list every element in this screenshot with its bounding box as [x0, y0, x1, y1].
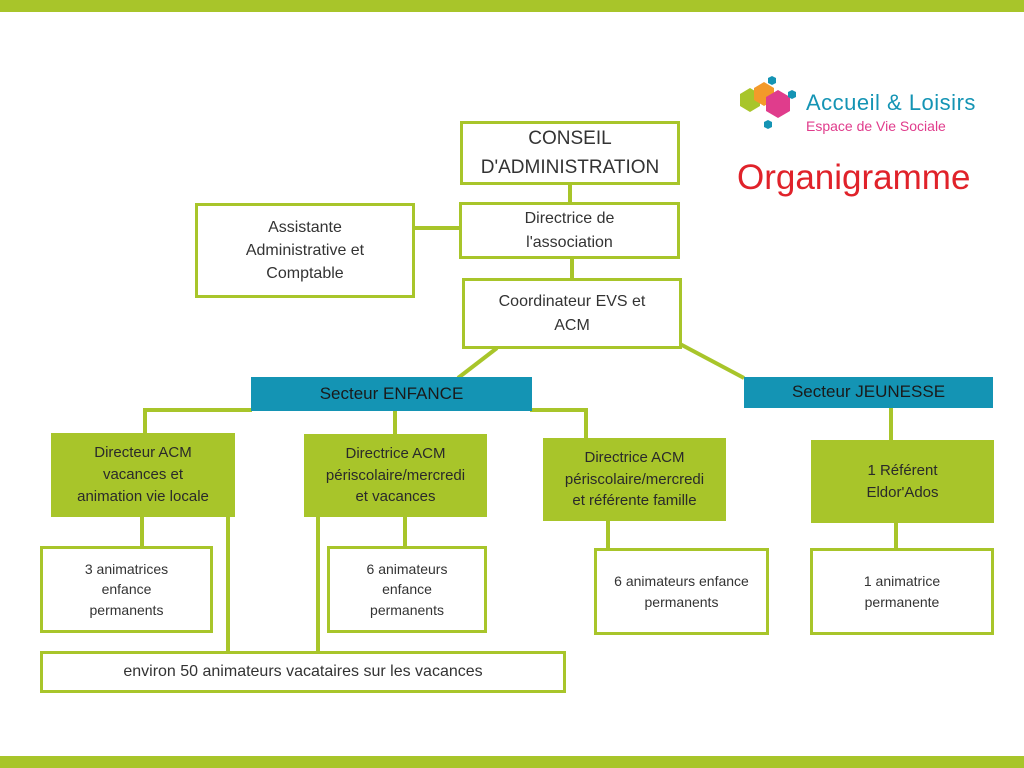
node-label: 1 animatrice permanente	[863, 573, 941, 610]
page-heading: Organigramme	[737, 158, 971, 197]
node-label: Directrice ACM périscolaire/mercredi et …	[325, 444, 466, 506]
node-animatrice-1: 1 animatrice permanente	[810, 548, 994, 635]
node-vacataires: environ 50 animateurs vacataires sur les…	[40, 651, 566, 693]
node-label: Directrice de l'association	[524, 210, 615, 251]
node-label: 6 animateurs enfance permanents	[614, 573, 749, 610]
bottom-accent-bar	[0, 756, 1024, 768]
node-coordinateur: Coordinateur EVS et ACM	[462, 278, 682, 349]
node-referent-eldorados: 1 Référent Eldor'Ados	[811, 440, 994, 523]
node-assistante: Assistante Administrative et Comptable	[195, 203, 415, 298]
connector-enfance-right	[530, 408, 588, 438]
node-directrice-association: Directrice de l'association	[459, 202, 680, 259]
node-label: CONSEIL D'ADMINISTRATION	[480, 127, 660, 178]
node-label: environ 50 animateurs vacataires sur les…	[123, 663, 483, 681]
node-animatrices-3: 3 animatrices enfance permanents	[40, 546, 213, 633]
node-secteur-jeunesse: Secteur JEUNESSE	[744, 377, 993, 408]
logo	[734, 74, 1004, 140]
node-label: Directeur ACM vacances et animation vie …	[77, 444, 209, 505]
node-directeur-acm-vacances: Directeur ACM vacances et animation vie …	[51, 433, 235, 517]
top-accent-bar	[0, 0, 1024, 12]
node-secteur-enfance: Secteur ENFANCE	[251, 377, 532, 411]
node-label: Directrice ACM périscolaire/mercredi et …	[564, 448, 705, 510]
node-animateurs-6-a: 6 animateurs enfance permanents	[327, 546, 487, 633]
node-label: 6 animateurs enfance permanents	[366, 561, 448, 618]
node-animateurs-6-b: 6 animateurs enfance permanents	[594, 548, 769, 635]
connector-coordinateur-enfance	[456, 346, 499, 380]
connector-coordinateur-jeunesse	[679, 342, 745, 380]
node-conseil-administration: CONSEIL D'ADMINISTRATION	[460, 121, 680, 185]
node-label: Assistante Administrative et Comptable	[245, 218, 365, 283]
node-directrice-acm-periscolaire-vacances: Directrice ACM périscolaire/mercredi et …	[304, 434, 487, 517]
node-label: Coordinateur EVS et ACM	[498, 293, 646, 334]
node-directrice-acm-periscolaire-famille: Directrice ACM périscolaire/mercredi et …	[543, 438, 726, 521]
connector-enfance-branches	[143, 408, 252, 434]
node-label: Secteur ENFANCE	[319, 383, 464, 403]
node-label: 3 animatrices enfance permanents	[84, 561, 169, 618]
logo-title: Accueil & Loisirs	[806, 90, 976, 115]
node-label: Secteur JEUNESSE	[791, 382, 946, 402]
logo-subtitle: Espace de Vie Sociale	[806, 118, 946, 134]
hexagon-logo-icon	[740, 76, 796, 129]
node-label: 1 Référent Eldor'Ados	[866, 461, 939, 501]
